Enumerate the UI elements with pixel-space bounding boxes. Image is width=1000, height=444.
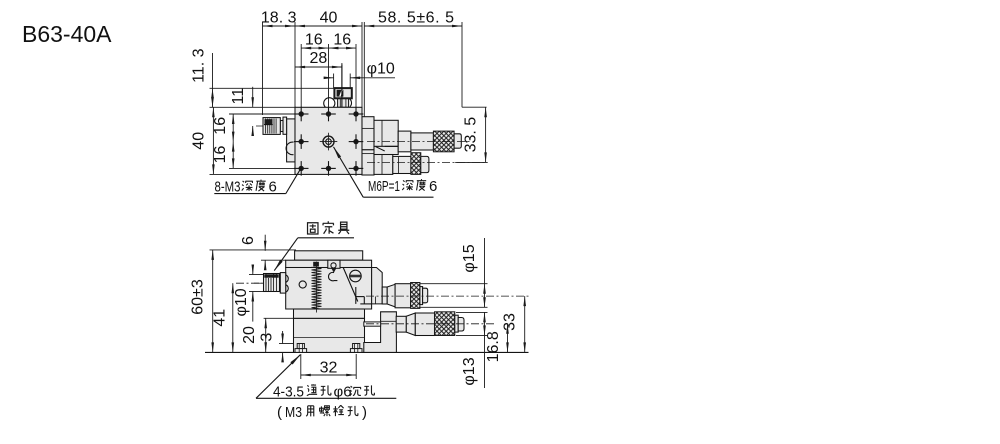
svg-text:8-M3: 8-M3: [215, 178, 241, 195]
svg-text:3: 3: [258, 333, 275, 342]
svg-text:16: 16: [333, 32, 351, 49]
svg-text:58. 5±6. 5: 58. 5±6. 5: [378, 10, 454, 27]
svg-text:60±3: 60±3: [189, 279, 206, 315]
svg-text:6: 6: [240, 236, 257, 245]
svg-text:B63-40A: B63-40A: [22, 21, 112, 47]
svg-text:16: 16: [212, 117, 229, 135]
svg-text:): ): [362, 404, 367, 421]
svg-text:φ15: φ15: [461, 244, 478, 272]
svg-text:18. 3: 18. 3: [261, 10, 297, 27]
svg-text:28: 28: [310, 50, 328, 67]
svg-text:11: 11: [230, 88, 247, 105]
svg-text:16: 16: [212, 146, 229, 164]
svg-text:φ13: φ13: [461, 357, 478, 385]
svg-text:33: 33: [501, 313, 518, 331]
svg-text:11. 3: 11. 3: [191, 48, 208, 83]
svg-text:40: 40: [191, 132, 208, 150]
svg-text:φ10: φ10: [367, 61, 395, 78]
svg-text:(: (: [277, 404, 282, 421]
svg-text:φ10: φ10: [233, 288, 250, 316]
svg-text:20: 20: [241, 326, 258, 344]
svg-text:16.8: 16.8: [485, 331, 502, 362]
svg-text:33. 5: 33. 5: [462, 117, 479, 153]
svg-text:41: 41: [211, 309, 228, 327]
svg-text:M3: M3: [285, 404, 302, 421]
svg-text:M6P=1: M6P=1: [368, 178, 400, 195]
svg-text:4-3.5: 4-3.5: [273, 383, 304, 400]
svg-text:40: 40: [320, 10, 338, 27]
svg-text:φ6: φ6: [334, 383, 352, 400]
svg-text:32: 32: [320, 360, 338, 377]
svg-text:6: 6: [269, 178, 277, 195]
svg-text:6: 6: [429, 178, 437, 195]
svg-text:16: 16: [305, 32, 323, 49]
